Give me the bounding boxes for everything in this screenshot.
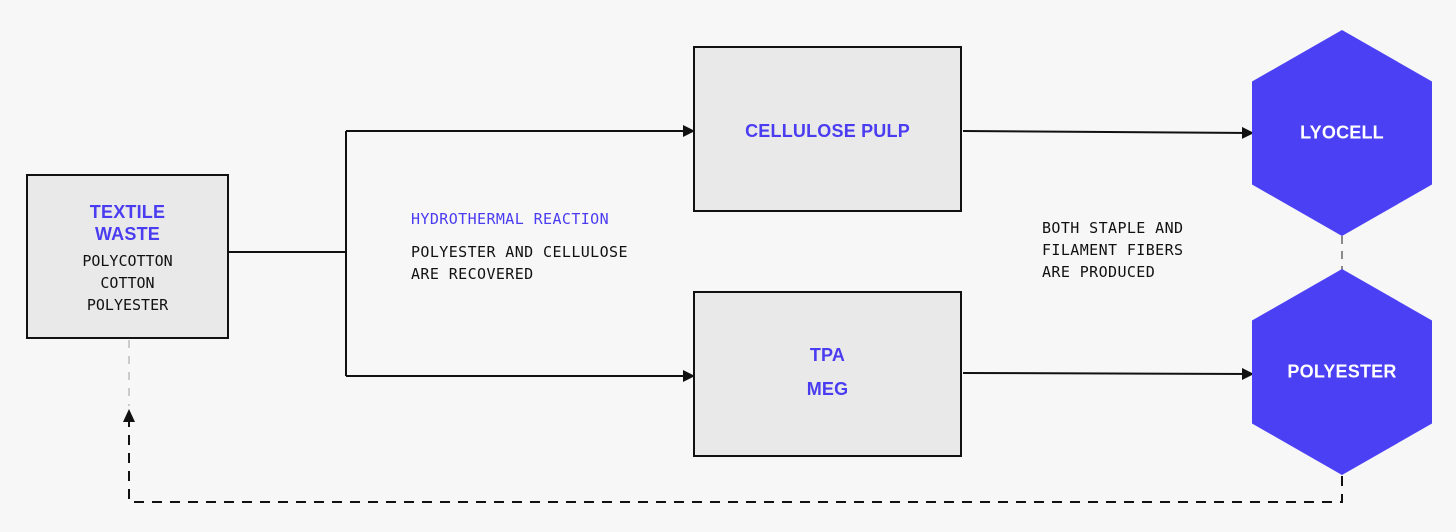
recycle-loop-arrowhead <box>123 409 135 422</box>
result-note-line1: BOTH STAPLE AND <box>1042 219 1184 237</box>
textile-waste-title-line1: TEXTILE <box>89 202 166 222</box>
polyester-hexagon: POLYESTER <box>1252 269 1432 475</box>
arrow-to-lyocell <box>962 126 1254 139</box>
result-note-line3: ARE PRODUCED <box>1042 263 1156 281</box>
material-polycotton: POLYCOTTON <box>82 252 173 270</box>
textile-waste-box: TEXTILE WASTE POLYCOTTON COTTON POLYESTE… <box>26 174 229 339</box>
process-description-line2: ARE RECOVERED <box>411 265 534 283</box>
process-description-line1: POLYESTER AND CELLULOSE <box>411 243 628 261</box>
polyester-result-label: POLYESTER <box>1287 361 1397 382</box>
cellulose-pulp-label: CELLULOSE PULP <box>745 121 910 141</box>
tpa-meg-box: TPA MEG <box>693 291 962 457</box>
lyocell-label: LYOCELL <box>1300 122 1384 143</box>
textile-waste-title-line2: WASTE <box>94 224 160 244</box>
recycle-loop-dashed-path <box>128 422 1343 503</box>
arrow-to-polyester-result <box>962 367 1254 380</box>
meg-label: MEG <box>806 379 849 399</box>
result-note-line2: FILAMENT FIBERS <box>1042 241 1184 259</box>
tpa-label: TPA <box>809 345 846 365</box>
cellulose-pulp-box: CELLULOSE PULP <box>693 46 962 212</box>
material-polyester: POLYESTER <box>86 296 169 314</box>
material-cotton: COTTON <box>100 274 155 292</box>
process-title: HYDROTHERMAL REACTION <box>411 210 610 228</box>
